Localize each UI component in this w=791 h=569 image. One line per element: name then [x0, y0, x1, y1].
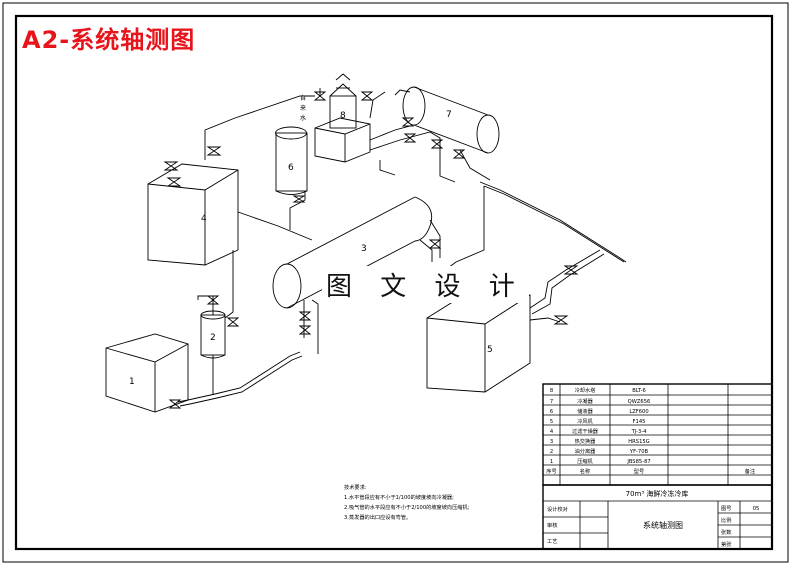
bom-cell: F145: [633, 419, 646, 425]
bom-cell: TJ-3-4: [631, 429, 648, 435]
bom-cell: 4: [550, 429, 554, 435]
component-label-8: 8: [340, 111, 346, 121]
valves: [163, 91, 579, 409]
bom-cell: 6: [550, 409, 553, 415]
bom-cell: JBS85-87: [626, 459, 650, 465]
piping: [177, 88, 627, 407]
svg-text:审核: 审核: [547, 521, 557, 529]
component-label-7: 7: [446, 110, 452, 120]
drawing-heading: A2-系统轴测图: [22, 26, 196, 54]
bom-table: [542, 383, 773, 486]
bom-header-cell: 序号: [546, 467, 556, 475]
bom-cell: 2: [550, 449, 553, 455]
bom-cell: 3: [550, 439, 553, 445]
bom-cell: 7: [550, 399, 553, 405]
component-label-5: 5: [487, 345, 493, 355]
tech-req-item-1: 1.水平管段应有不小于1/100的坡度坡向冷凝器;: [344, 493, 454, 501]
bom-cell: 冷凝器: [577, 397, 593, 405]
technical-requirements: 技术要求: 1.水平管段应有不小于1/100的坡度坡向冷凝器; 2.吸气管的水平…: [344, 483, 470, 521]
watermark: 图 文 设 计: [322, 266, 529, 303]
bom-cell: 热交换器: [575, 437, 597, 445]
svg-text:来: 来: [300, 105, 306, 112]
tech-req-item-2: 2.吸气管的水平段应有不小于2/100的坡度坡向压缩机;: [344, 503, 470, 511]
svg-text:工艺: 工艺: [547, 538, 557, 545]
bom-cell: 冷却水塔: [575, 386, 597, 394]
bom-cell: QWZ656: [628, 399, 651, 405]
tech-req-title: 技术要求:: [344, 483, 367, 491]
svg-text:水: 水: [300, 114, 306, 122]
liquid-receiver: [275, 126, 308, 195]
bom-rows: 8 冷却水塔 BLT-6 7 冷凝器 QWZ656 6 储液器 LZF600 5 冷风机 F145 4 过…: [546, 386, 755, 475]
bom-cell: 8: [550, 388, 553, 394]
svg-text:05: 05: [753, 506, 760, 512]
bom-cell: 1: [550, 459, 553, 465]
title-block: [542, 484, 773, 550]
bom-cell: 冷风机: [577, 417, 593, 425]
svg-text:图号: 图号: [721, 505, 731, 512]
bom-cell: 5: [550, 419, 553, 425]
svg-text:比例: 比例: [721, 516, 731, 524]
cooling-tower: [314, 73, 371, 163]
bom-cell: YF-70B: [629, 449, 649, 455]
title-block-text: 70m³ 海鲜冷冻冷库 系统轴测图 设计校对 审核 工艺 图号 比例 张数 第张…: [547, 489, 759, 548]
inner-border: [14, 14, 774, 551]
component-labels: 1 2 3 4 5 6 7 8: [129, 110, 493, 387]
component-label-1: 1: [129, 377, 135, 387]
bom-header-cell: 备注: [745, 467, 755, 475]
bom-cell: 油分离器: [575, 447, 597, 455]
air-cooler: [426, 289, 531, 393]
svg-text:设计校对: 设计校对: [547, 505, 568, 513]
bom-cell: 储液器: [577, 407, 593, 415]
component-label-6: 6: [288, 163, 294, 173]
component-label-2: 2: [210, 333, 216, 343]
bom-cell: LZF600: [629, 409, 648, 415]
tap-water-label: 自 来 水: [300, 94, 306, 122]
filter-drier: [147, 163, 239, 266]
svg-text:张数: 张数: [721, 528, 732, 536]
bom-header-cell: 名称: [580, 467, 590, 475]
bom-cell: 过滤干燥器: [572, 427, 599, 435]
bom-cell: 压缩机: [577, 457, 593, 465]
project-name: 70m³ 海鲜冷冻冷库: [626, 489, 689, 498]
component-label-3: 3: [361, 244, 367, 254]
bom-cell: BLT-6: [632, 388, 646, 394]
bom-header-cell: 型号: [634, 467, 644, 475]
tech-req-item-3: 3.蒸发器的出口应设有弯管。: [344, 513, 411, 521]
drawing-name: 系统轴测图: [643, 520, 683, 530]
svg-text:第张: 第张: [721, 540, 732, 548]
bom-cell: HRS15G: [628, 439, 649, 445]
component-label-4: 4: [201, 214, 207, 224]
svg-text:自: 自: [300, 94, 306, 102]
condenser: [402, 86, 500, 154]
